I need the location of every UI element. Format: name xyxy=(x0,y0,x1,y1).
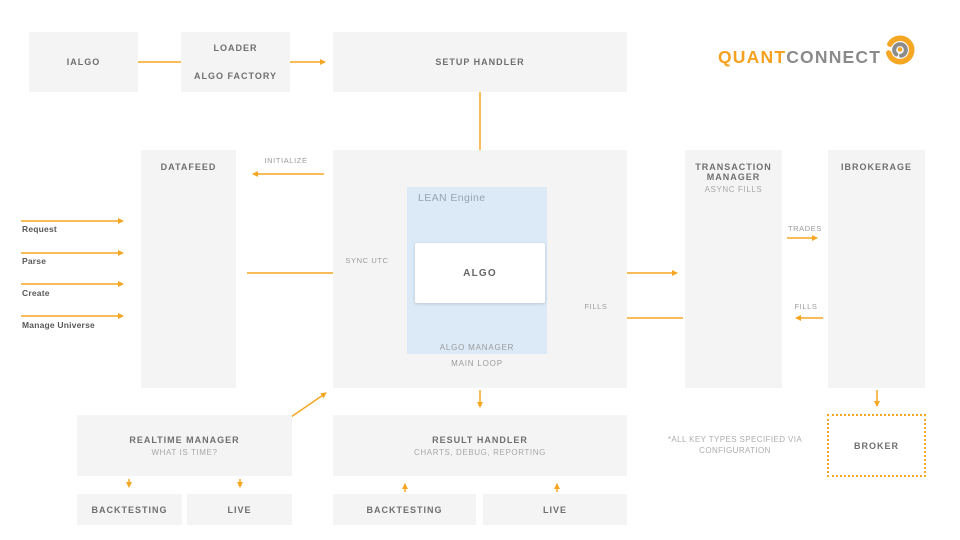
node-result-handler: RESULT HANDLER CHARTS, DEBUG, REPORTING xyxy=(333,415,627,476)
node-realtime-live: LIVE xyxy=(187,494,292,525)
node-ialgo-label: IALGO xyxy=(66,57,101,67)
logo-text-connect: CONNECT xyxy=(786,46,882,67)
algo-manager-label: ALGO MANAGER xyxy=(439,343,515,352)
node-ibrokerage-label: IBROKERAGE xyxy=(840,162,912,172)
charts-debug-reporting-label: CHARTS, DEBUG, REPORTING xyxy=(414,447,546,457)
node-realtime-backtesting: BACKTESTING xyxy=(77,494,182,525)
node-algo-factory-label: ALGO FACTORY xyxy=(193,71,277,81)
what-is-time-label: WHAT IS TIME? xyxy=(151,447,218,457)
node-result-live-label: LIVE xyxy=(542,504,567,515)
node-loader: LOADER ALGO FACTORY xyxy=(181,32,290,92)
node-broker: BROKER xyxy=(827,414,926,477)
sync-utc-label: SYNC UTC xyxy=(345,256,389,265)
node-realtime-manager-label: REALTIME MANAGER xyxy=(129,434,240,445)
node-result-backtesting-label: BACKTESTING xyxy=(366,504,443,515)
node-ialgo: IALGO xyxy=(29,32,138,92)
feed-label-create: Create xyxy=(22,288,50,298)
feed-label-request: Request xyxy=(22,224,57,234)
node-algo: ALGO xyxy=(415,243,545,303)
quantconnect-swirl-icon xyxy=(886,35,915,65)
async-fills-label: ASYNC FILLS xyxy=(704,185,763,194)
initialize-label: INITIALIZE xyxy=(264,156,308,165)
trades-label: TRADES xyxy=(787,224,823,233)
node-realtime-live-label: LIVE xyxy=(227,504,252,515)
feed-label-parse: Parse xyxy=(22,256,47,266)
node-broker-label: BROKER xyxy=(853,440,899,451)
main-loop-label: MAIN LOOP xyxy=(451,359,503,368)
node-datafeed: DATAFEED xyxy=(141,150,236,388)
node-result-live: LIVE xyxy=(483,494,627,525)
node-realtime-manager: REALTIME MANAGER WHAT IS TIME? xyxy=(77,415,292,476)
node-algo-label: ALGO xyxy=(463,267,497,279)
node-datafeed-label: DATAFEED xyxy=(160,162,217,172)
node-result-backtesting: BACKTESTING xyxy=(333,494,476,525)
configuration-note-line2: CONFIGURATION xyxy=(699,446,771,455)
lean-engine-label: LEAN Engine xyxy=(418,192,486,204)
quantconnect-logo: QUANT CONNECT xyxy=(718,35,917,74)
fills-center-label: FILLS xyxy=(584,302,608,311)
node-realtime-backtesting-label: BACKTESTING xyxy=(91,504,168,515)
node-ibrokerage: IBROKERAGE xyxy=(828,150,925,388)
node-result-handler-label: RESULT HANDLER xyxy=(432,434,528,445)
node-loader-label: LOADER xyxy=(213,43,258,53)
node-setup-handler-label: SETUP HANDLER xyxy=(435,57,525,67)
logo-text-quant: QUANT xyxy=(718,46,787,67)
node-transaction-manager-label: TRANSACTION MANAGER xyxy=(695,162,772,182)
node-setup-handler: SETUP HANDLER xyxy=(333,32,627,92)
configuration-note-line1: *ALL KEY TYPES SPECIFIED VIA xyxy=(667,435,803,444)
node-transaction-manager: TRANSACTION MANAGER ASYNC FILLS xyxy=(685,150,782,388)
fills-right-label: FILLS xyxy=(794,302,818,311)
configuration-note: *ALL KEY TYPES SPECIFIED VIA CONFIGURATI… xyxy=(655,434,815,456)
feed-label-manage-universe: Manage Universe xyxy=(22,320,95,330)
